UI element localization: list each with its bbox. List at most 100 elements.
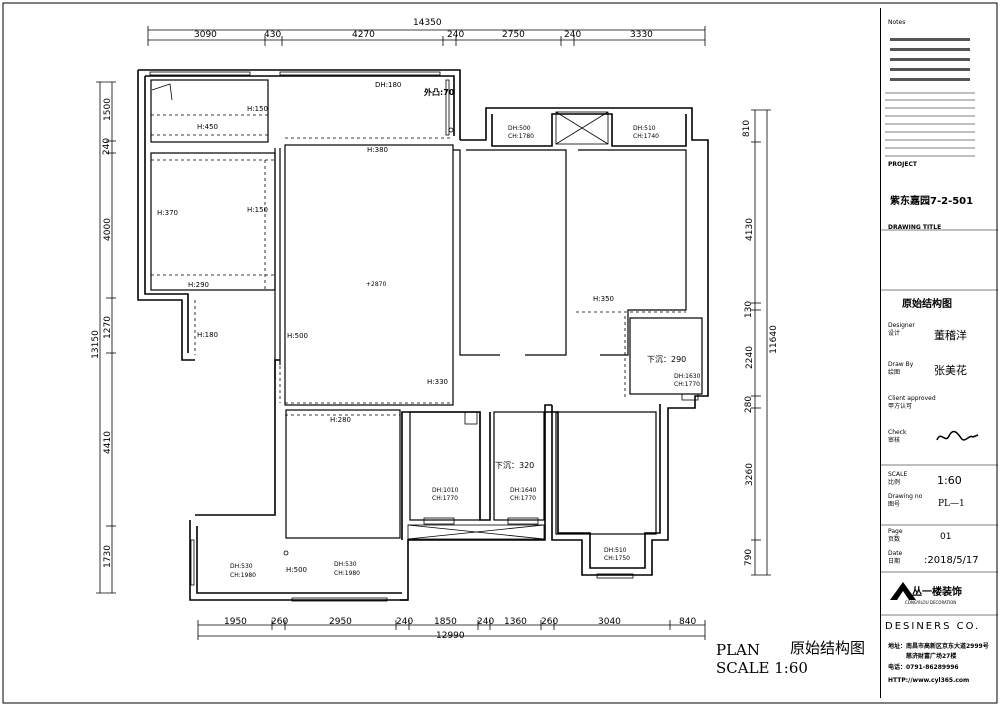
dim-bottom-4: 240	[396, 617, 414, 627]
drawing-no-label: Drawing no	[888, 493, 923, 500]
dim-top-2: 430	[264, 30, 282, 40]
designer-label: Designer	[888, 322, 915, 329]
label-ch1770c: CH:1770	[510, 495, 536, 502]
company-web: HTTP://www.cyl365.com	[888, 677, 970, 684]
date-value: :2018/5/17	[924, 555, 979, 566]
label-h500a: H:500	[287, 332, 308, 340]
label-ch1770a: CH:1770	[674, 381, 700, 388]
top-dimension-line	[147, 26, 706, 46]
label-ch1780: CH:1780	[508, 133, 534, 140]
scale-cn: 比例	[888, 479, 901, 486]
dim-top-4: 240	[447, 30, 465, 40]
label-h370: H:370	[157, 209, 178, 217]
page-value: 01	[940, 532, 952, 542]
label-h150a: H:150	[247, 105, 268, 113]
caption-plan: PLAN	[716, 641, 761, 659]
label-dh530a: DH:530	[230, 563, 253, 570]
page-cn: 页数	[888, 536, 901, 543]
caption-scale: SCALE 1:60	[716, 659, 808, 677]
company-name-en: CONGYILOU DECORATION	[905, 600, 957, 605]
label-ch1770b: CH:1770	[432, 495, 458, 502]
label-ch1740: CH:1740	[633, 133, 659, 140]
dim-top-3: 4270	[352, 30, 375, 40]
label-h450: H:450	[197, 123, 218, 131]
date-label: Date	[888, 550, 903, 557]
label-h330: H:330	[427, 378, 448, 386]
label-h500b: H:500	[286, 566, 307, 574]
label-dh1630: DH:1630	[674, 373, 701, 380]
label-dh510-bottom: DH:510	[604, 547, 627, 554]
dim-bottom-2: 260	[271, 617, 289, 627]
dim-top-1: 3090	[194, 30, 217, 40]
label-h180: H:180	[197, 331, 218, 339]
page-label: Page	[888, 528, 903, 535]
label-dh1010: DH:1010	[432, 487, 459, 494]
dim-top-6: 240	[564, 30, 582, 40]
draw-by-name: 张美花	[934, 364, 967, 377]
beam-lines	[151, 114, 686, 540]
draw-by-label: Draw By	[888, 361, 914, 368]
drawing-no-value: PL—1	[938, 499, 965, 509]
left-dimension-line	[96, 81, 116, 594]
project-label: PROJECT	[888, 161, 917, 168]
designer-cn: 设计	[888, 330, 901, 337]
right-dimension-line	[751, 109, 771, 576]
client-label: Client approved	[888, 395, 936, 402]
bottom-dimension-line	[197, 620, 706, 640]
drawing-title: 原始结构图	[902, 299, 952, 310]
scale-label: SCALE	[888, 471, 908, 478]
designers-co: DESINERS CO.	[885, 621, 981, 632]
label-waitu: 外凸:70	[424, 88, 455, 97]
company-logo-icon	[890, 582, 916, 600]
label-h280: H:280	[330, 416, 351, 424]
label-ch1980b: CH:1980	[334, 570, 360, 577]
dim-bottom-10: 840	[679, 617, 697, 627]
notes-heading: Notes	[888, 19, 906, 26]
drawing-title-label: DRAWING TITLE	[888, 224, 942, 231]
dim-bottom-3: 2950	[329, 617, 352, 627]
walls	[137, 69, 709, 601]
title-block	[880, 8, 999, 698]
label-h150b: H:150	[247, 206, 268, 214]
dim-top-7: 3330	[630, 30, 653, 40]
label-xiachen320: 下沉：320	[495, 461, 535, 470]
project-name: 紫东嘉园7-2-501	[890, 196, 974, 207]
designer-name: 董稽洋	[934, 329, 967, 342]
plan-details	[151, 83, 478, 556]
check-cn: 审核	[888, 437, 901, 444]
dim-bottom-1: 1950	[224, 617, 247, 627]
company-address: 地址：南昌市高新区京东大道2999号	[888, 643, 989, 650]
caption-title: 原始结构图	[790, 639, 866, 657]
company-phone: 电话：0791-86289996	[888, 664, 959, 671]
dim-bottom-9: 3040	[598, 617, 621, 627]
label-ch1980a: CH:1980	[230, 572, 256, 579]
label-h380: H:380	[367, 146, 388, 154]
draw-by-cn: 绘图	[888, 369, 901, 376]
label-dh510-top: DH:510	[633, 125, 656, 132]
dim-top-total: 14350	[413, 18, 442, 28]
dim-bottom-7: 1360	[504, 617, 527, 627]
label-dh1640: DH:1640	[510, 487, 537, 494]
dim-bottom-8: 260	[541, 617, 559, 627]
scale-value: 1:60	[937, 474, 962, 487]
dim-bottom-6: 240	[477, 617, 495, 627]
label-xiachen290: 下沉：290	[647, 355, 687, 364]
label-elevation: +2870	[366, 281, 387, 288]
label-h350: H:350	[593, 295, 614, 303]
check-signature	[936, 430, 979, 441]
company-name: 丛一楼装饰	[912, 587, 962, 598]
label-ch1750: CH:1750	[604, 555, 630, 562]
windows	[149, 71, 699, 602]
company-address-2: 慈济财富广场27楼	[906, 653, 957, 660]
label-dh530b: DH:530	[334, 561, 357, 568]
drawing-no-cn: 图号	[888, 501, 901, 508]
shaft-crossbox	[407, 111, 609, 540]
interior-walls	[150, 79, 703, 539]
label-h290: H:290	[188, 281, 209, 289]
dim-top-5: 2750	[502, 30, 525, 40]
date-cn: 日期	[888, 558, 901, 565]
dim-bottom-5: 1850	[434, 617, 457, 627]
